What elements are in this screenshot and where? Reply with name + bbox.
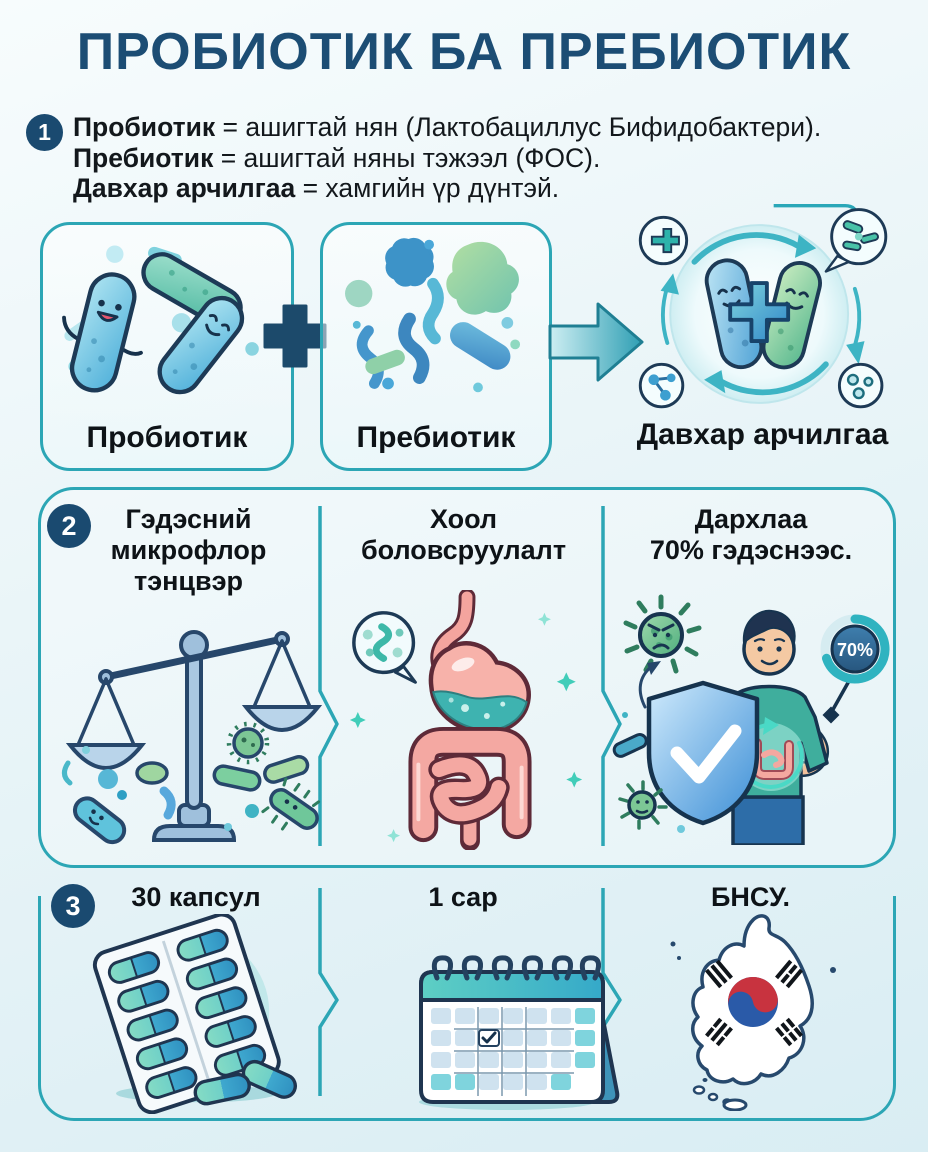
- definition-probiotic: = ашигтай нян (Лактобациллус Бифидобакте…: [215, 112, 822, 142]
- intro-line-prebiotic: Пребиотик = ашигтай няны тэжээл (ФОС).: [73, 143, 821, 174]
- step-3-badge: 3: [51, 884, 95, 928]
- column-divider-chevron-icon: [601, 506, 622, 846]
- intro-line-dual-care: Давхар арчилгаа = хамгийн үр дүнтэй.: [73, 173, 821, 204]
- balance-scale-icon: [62, 630, 323, 845]
- prebiotic-box: Пребиотик: [320, 222, 552, 471]
- column-divider-chevron-icon: [318, 888, 339, 1096]
- product-title-origin: БНСУ.: [711, 882, 790, 912]
- plus-icon: [263, 304, 327, 368]
- arrow-right-icon: [548, 302, 644, 382]
- immunity-stat-value: 70%: [837, 640, 873, 660]
- product-title-duration: 1 сар: [428, 882, 498, 912]
- step-2-badge: 2: [47, 504, 91, 548]
- column-divider-chevron-icon: [318, 506, 339, 846]
- page-title: ПРОБИОТИК БА ПРЕБИОТИК: [76, 23, 852, 81]
- calendar-icon: [419, 955, 620, 1110]
- immune-shield-icon: 70%: [612, 594, 890, 845]
- intro-lines: Пробиотик = ашигтай нян (Лактобациллус Б…: [73, 112, 821, 204]
- capsule-blister-icon: [92, 914, 298, 1114]
- product-panel: 3 30 капсул 1 сар БНСУ.: [38, 882, 896, 1121]
- definition-prebiotic: = ашигтай няны тэжээл (ФОС).: [213, 142, 601, 173]
- prebiotic-label: Пребиотик: [356, 421, 516, 454]
- term-dual-care: Давхар арчилгаа: [73, 173, 296, 203]
- probiotic-bacteria-icon: [62, 245, 259, 395]
- benefit-title-immunity: Дархлаа 70% гэдэснээс.: [649, 504, 853, 565]
- probiotic-label: Пробиотик: [86, 421, 248, 454]
- benefit-title-microflora: Гэдэсний микрофлор тэнцвэр: [110, 504, 267, 596]
- dual-care-cycle-icon: [638, 204, 888, 409]
- south-korea-map-icon: [670, 914, 836, 1111]
- benefits-panel: 2 Гэдэсний микрофлор тэнцвэр Хоол боловс…: [38, 487, 896, 868]
- term-prebiotic: Пребиотик: [73, 142, 214, 173]
- definition-dual-care: = хамгийн үр дүнтэй.: [295, 173, 560, 203]
- digestive-system-icon: [349, 590, 583, 850]
- intro-line-probiotic: Пробиотик = ашигтай нян (Лактобациллус Б…: [73, 112, 821, 143]
- dual-care-label: Давхар арчилгаа: [636, 418, 889, 451]
- step-1-badge: 1: [26, 114, 63, 151]
- prebiotic-fiber-icon: [345, 237, 521, 393]
- intro-block: 1 Пробиотик = ашигтай нян (Лактобациллус…: [26, 112, 821, 204]
- product-title-capsules: 30 капсул: [131, 882, 261, 912]
- benefit-title-digestion: Хоол боловсруулалт: [360, 504, 567, 565]
- term-probiotic: Пробиотик: [73, 112, 216, 142]
- probiotic-box: Пробиотик: [40, 222, 294, 471]
